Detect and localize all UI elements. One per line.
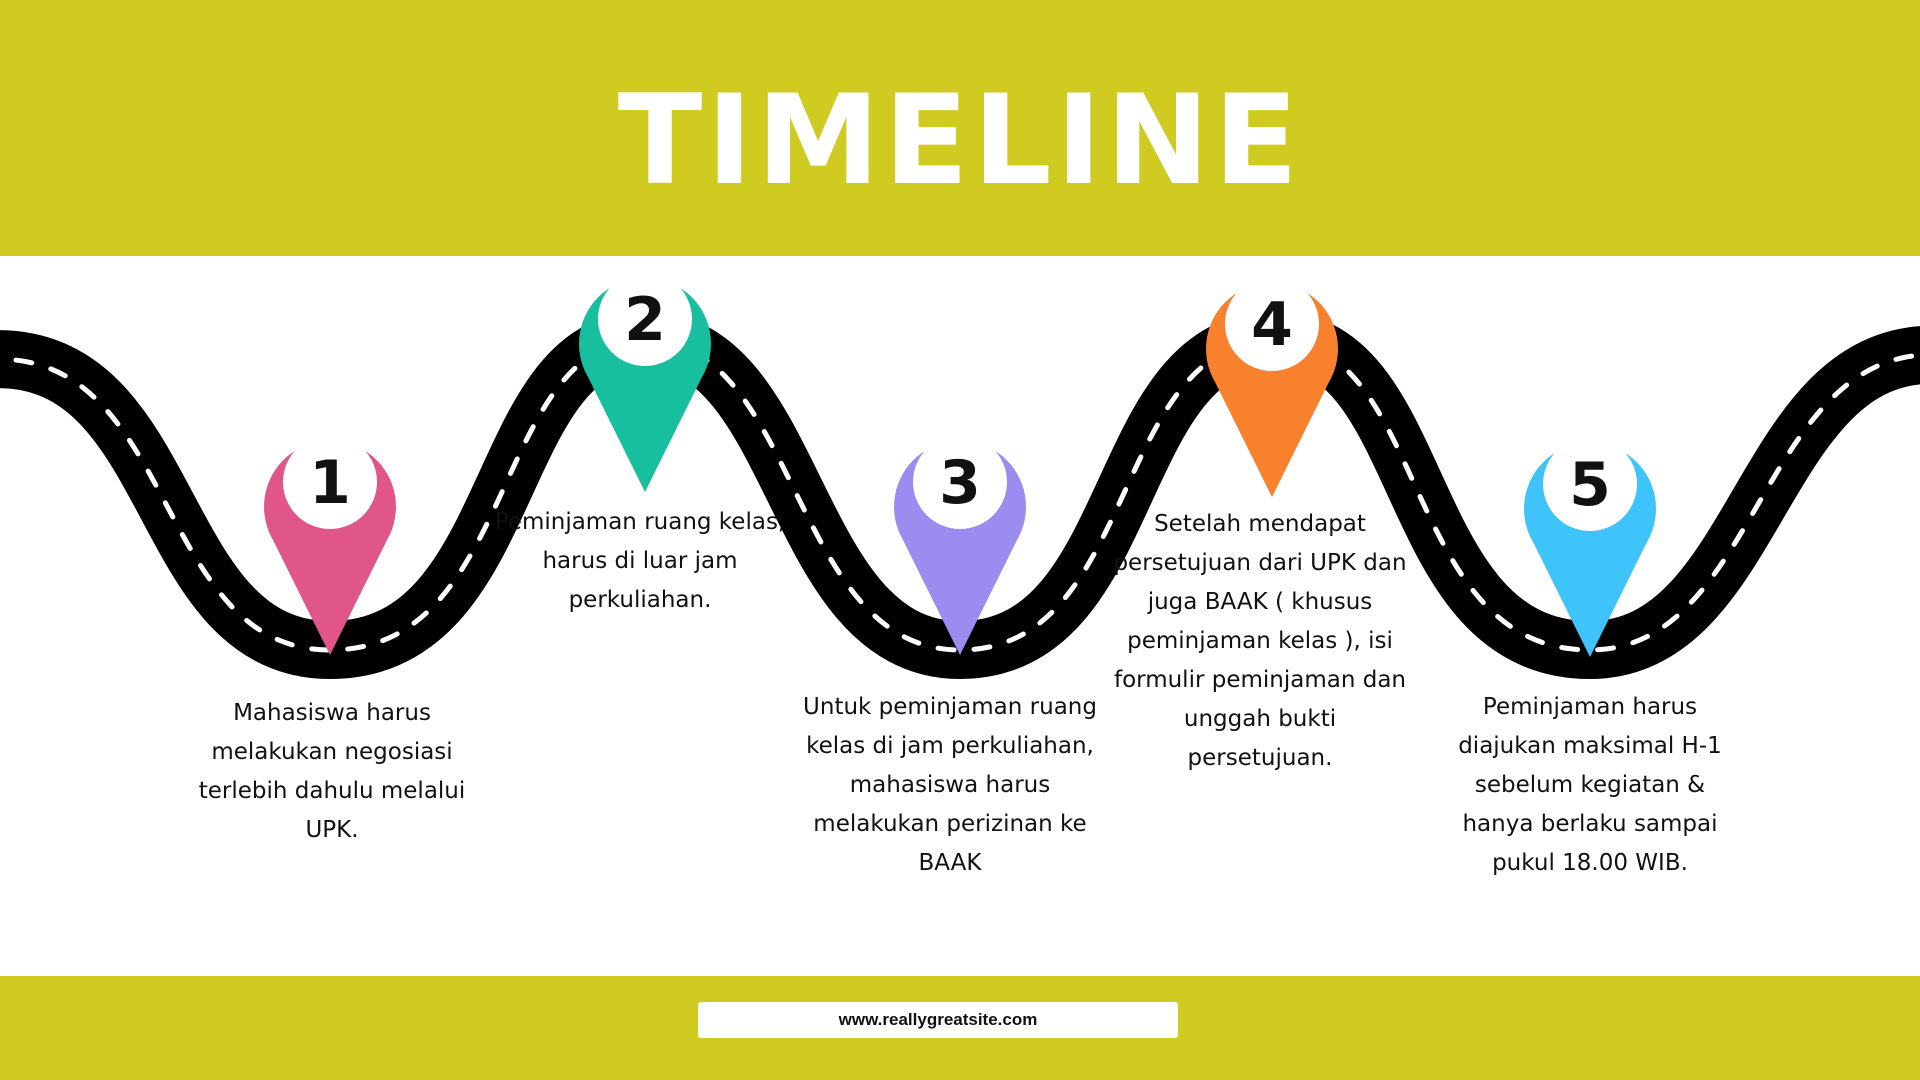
pin-5-number: 5 — [1569, 450, 1611, 520]
page-title: TIMELINE — [617, 69, 1303, 213]
header-band — [0, 0, 1920, 256]
pin-4-inner-circle — [1225, 277, 1319, 371]
pin-4-number: 4 — [1251, 290, 1293, 360]
pin-1-number: 1 — [309, 448, 351, 518]
pin-3-inner-circle — [913, 435, 1007, 529]
pin-3-number: 3 — [939, 448, 981, 518]
pin-4: 4 — [1206, 277, 1338, 497]
step-3-description: Untuk peminjaman ruang kelas di jam perk… — [803, 694, 1097, 876]
pin-2: 2 — [579, 272, 711, 492]
website-link[interactable]: www.reallygreatsite.com — [698, 1002, 1178, 1038]
pin-1: 1 — [264, 435, 396, 655]
pin-5: 5 — [1524, 437, 1656, 657]
pin-2-inner-circle — [598, 272, 692, 366]
pin-2-number: 2 — [624, 285, 666, 355]
pin-1-inner-circle — [283, 435, 377, 529]
step-1-description: Mahasiswa harus melakukan negosiasi terl… — [198, 700, 466, 843]
pin-3: 3 — [894, 435, 1026, 655]
step-4-description: Setelah mendapat persetujuan dari UPK da… — [1113, 511, 1407, 771]
step-2-description: Peminjaman ruang kelas, harus di luar ja… — [494, 509, 786, 613]
pin-5-inner-circle — [1543, 437, 1637, 531]
step-5-description: Peminjaman harus diajukan maksimal H-1 s… — [1458, 694, 1722, 876]
